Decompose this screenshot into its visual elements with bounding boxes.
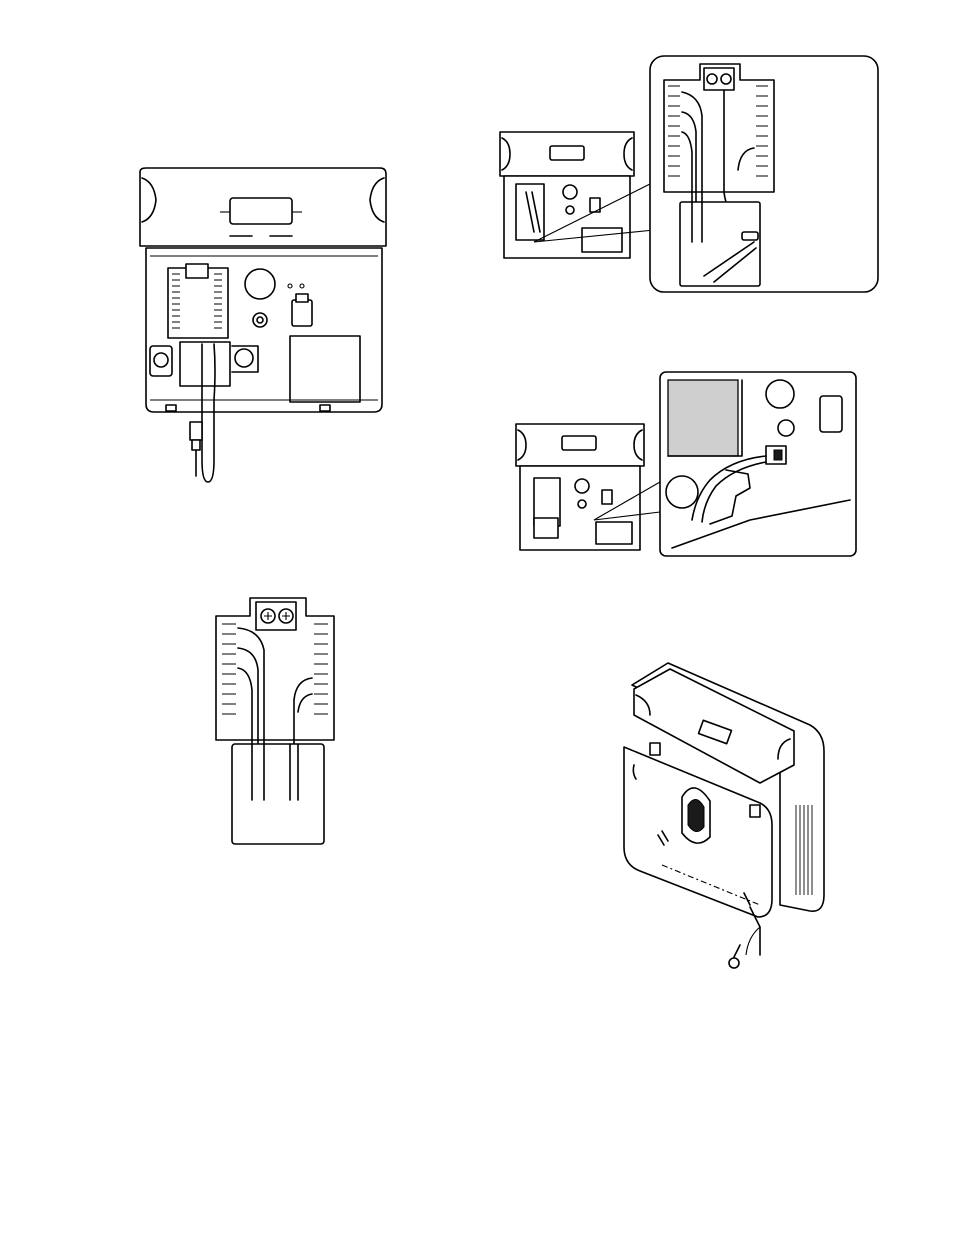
- unit-with-cable-view: [120, 160, 405, 500]
- unit-with-wiring-inset: [494, 52, 884, 297]
- terminal-block-detail: [210, 590, 340, 850]
- unit-with-connector-inset: [510, 370, 860, 558]
- front-cover-attachment: [610, 655, 835, 980]
